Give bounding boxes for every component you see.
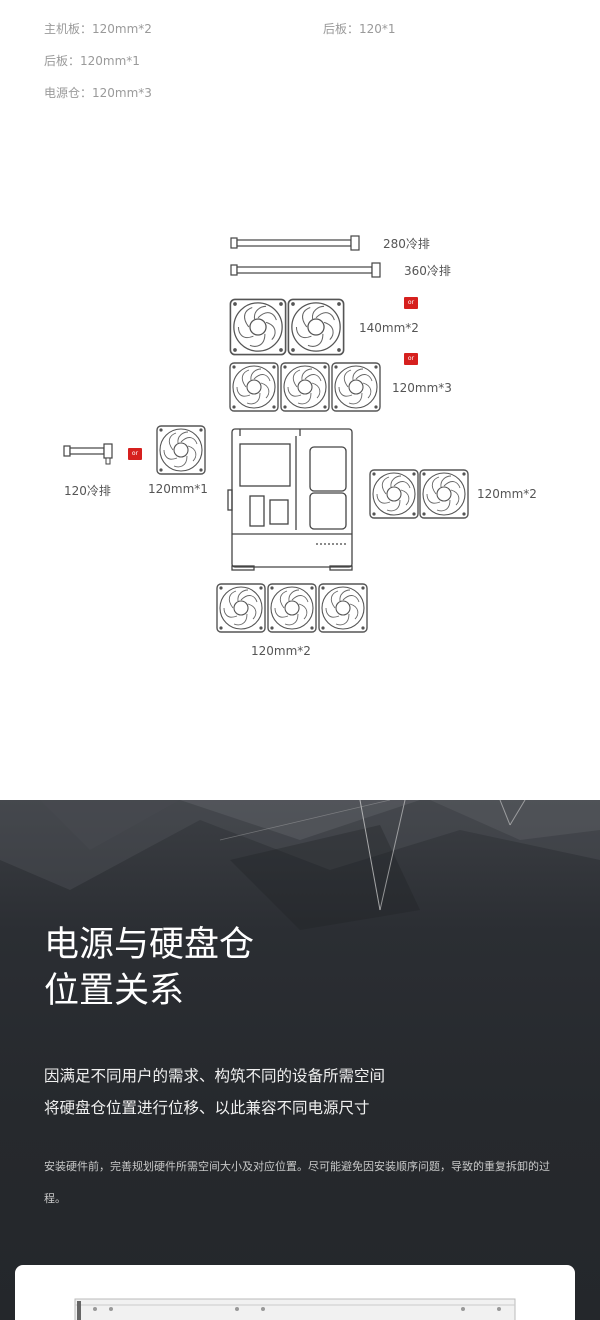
or-badge: or bbox=[404, 297, 418, 309]
label-bottom-120: 120mm*2 bbox=[251, 644, 311, 658]
spec-rear-right: 后板：120*1 bbox=[323, 22, 396, 36]
spec-rear: 后板：120mm*1 bbox=[44, 54, 140, 68]
or-badge: or bbox=[128, 448, 142, 460]
section-subtitle: 因满足不同用户的需求、构筑不同的设备所需空间 将硬盘仓位置进行位移、以此兼容不同… bbox=[44, 1060, 385, 1124]
section-title-line2: 位置关系 bbox=[44, 971, 185, 1011]
cooling-diagram-svg bbox=[63, 235, 469, 633]
label-radiator-360: 360冷排 bbox=[404, 264, 451, 278]
label-radiator-120: 120冷排 bbox=[64, 484, 111, 498]
label-rear-120: 120mm*1 bbox=[148, 482, 208, 496]
label-top-140: 140mm*2 bbox=[359, 321, 419, 335]
psu-hdd-section: 电源与硬盘仓 位置关系 因满足不同用户的需求、构筑不同的设备所需空间 将硬盘仓位… bbox=[0, 800, 600, 1320]
case-top-image bbox=[74, 1298, 516, 1320]
radiator-280-icon bbox=[230, 235, 360, 251]
label-side-120: 120mm*2 bbox=[477, 487, 537, 501]
or-badge: or bbox=[404, 353, 418, 365]
cooling-diagram: 280冷排 360冷排 or 140mm*2 or 120mm*3 or 120… bbox=[0, 200, 600, 680]
section-description: 安装硬件前，完善规划硬件所需空间大小及对应位置。尽可能避免因安装顺序问题，导致的… bbox=[44, 1160, 550, 1205]
label-radiator-280: 280冷排 bbox=[383, 237, 430, 251]
label-top-120: 120mm*3 bbox=[392, 381, 452, 395]
section-subtitle-line2: 将硬盘仓位置进行位移、以此兼容不同电源尺寸 bbox=[44, 1099, 370, 1117]
spec-motherboard: 主机板：120mm*2 bbox=[44, 22, 152, 36]
section-subtitle-line1: 因满足不同用户的需求、构筑不同的设备所需空间 bbox=[44, 1067, 386, 1085]
case-outline bbox=[227, 428, 353, 571]
case-image-card bbox=[15, 1265, 575, 1320]
spec-psu: 电源仓：120mm*3 bbox=[44, 86, 152, 100]
section-title-line1: 电源与硬盘仓 bbox=[44, 925, 255, 965]
background-geometry bbox=[0, 800, 600, 930]
section-title: 电源与硬盘仓 位置关系 bbox=[44, 922, 254, 1014]
radiator-120-icon bbox=[63, 443, 113, 465]
spec-list: 主机板：120mm*2 后板：120mm*1 电源仓：120mm*3 后板：12… bbox=[0, 0, 600, 120]
radiator-360-icon bbox=[230, 262, 381, 278]
